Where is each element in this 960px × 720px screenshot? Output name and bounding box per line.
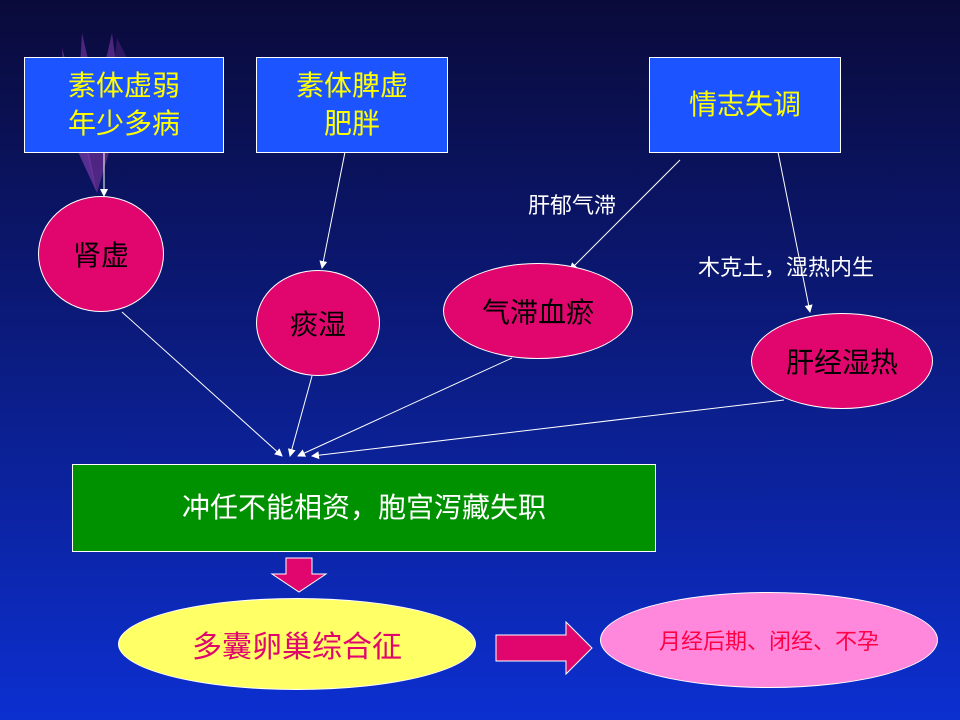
node-constitution-weak: 素体虚弱 年少多病: [24, 57, 224, 153]
node-symptoms: 月经后期、闭经、不孕: [600, 592, 938, 688]
arrow-emotion-to-liver: [777, 151, 813, 313]
arrow-phlegm-to-chong: [287, 375, 313, 457]
node-emotional-disorder: 情志失调: [649, 57, 841, 153]
node-chong-ren: 冲任不能相资，胞宫泻藏失职: [72, 464, 656, 552]
node-spleen-deficiency: 素体脾虚 肥胖: [256, 57, 448, 153]
node-phlegm-damp: 痰湿: [256, 270, 380, 376]
arrow-liver-to-chong: [311, 399, 785, 460]
node-liver-damp-heat: 肝经湿热: [751, 313, 933, 409]
edge-label-liver-qi: 肝郁气滞: [528, 194, 617, 219]
node-pcos: 多囊卵巢综合征: [118, 598, 476, 690]
node-kidney-deficiency: 肾虚: [38, 196, 164, 312]
arrow-emotion-to-qi: [569, 159, 681, 271]
arrow-qi-to-chong: [297, 357, 513, 457]
arrow-spleen-to-phlegm: [319, 151, 346, 269]
node-qi-stagnation: 气滞血瘀: [443, 263, 633, 359]
edge-label-wood-earth: 木克土，湿热内生: [698, 256, 875, 281]
arrow-kidney-to-chong: [121, 311, 283, 457]
